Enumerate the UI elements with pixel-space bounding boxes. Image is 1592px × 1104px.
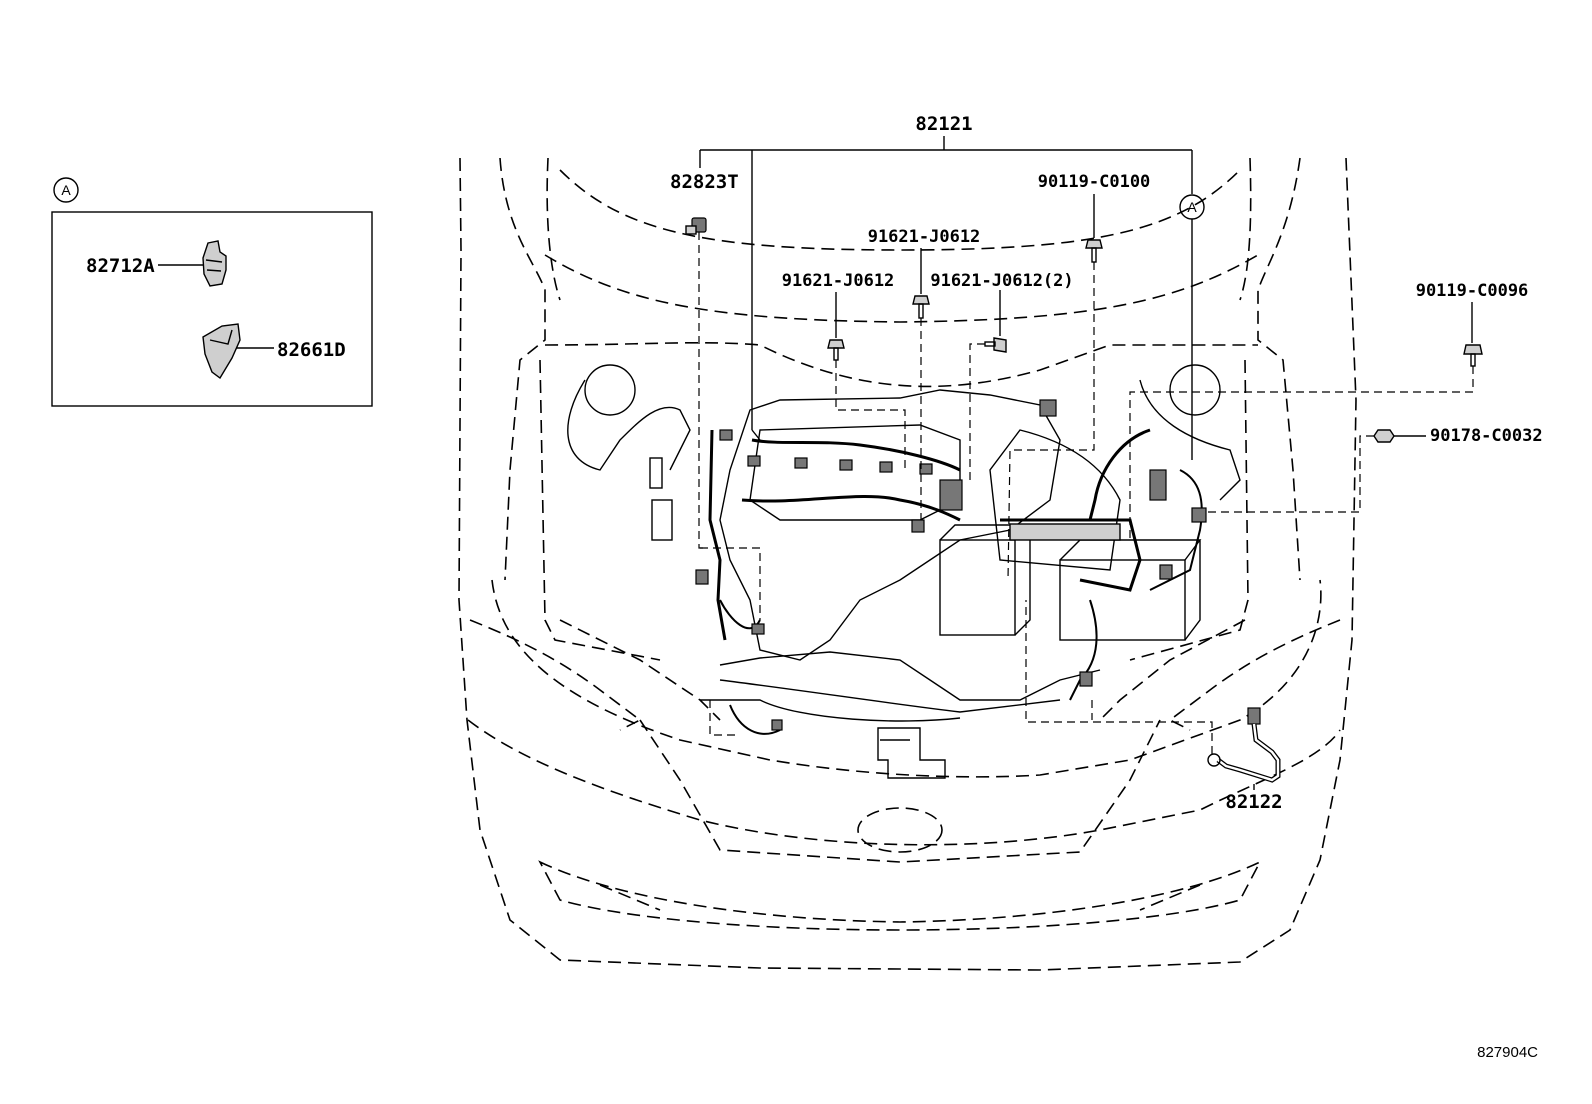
callout-a-marker: A <box>1187 199 1197 215</box>
label-82661d: 82661D <box>277 339 346 361</box>
label-90119-c0096: 90119-C0096 <box>1416 281 1529 301</box>
label-91621-j0612-2: 91621-J0612(2) <box>930 271 1073 291</box>
vehicle-outline <box>458 157 1357 971</box>
part-82823t-shape <box>685 217 707 235</box>
leader-lines: A <box>698 136 1474 790</box>
label-90119-c0100: 90119-C0100 <box>1038 172 1151 192</box>
bolt-91621-j0612-b <box>912 295 930 319</box>
label-91621-j0612-a: 91621-J0612 <box>782 271 895 291</box>
part-labels: 82121 82823T 90119-C0100 91621-J0612 916… <box>670 113 1543 1061</box>
label-90178-c0032: 90178-C0032 <box>1430 426 1543 446</box>
bolt-90119-c0100 <box>1085 239 1103 263</box>
label-82712a: 82712A <box>86 255 155 277</box>
part-82712a-shape <box>202 240 227 287</box>
detail-a-marker: A <box>61 182 71 198</box>
part-82661d-shape <box>202 323 241 380</box>
label-82823t: 82823T <box>670 171 739 193</box>
engine-assembly <box>567 364 1241 779</box>
detail-a-panel: A 82712A 82661D <box>51 177 373 407</box>
detail-a-box <box>51 211 373 407</box>
label-82122: 82122 <box>1225 791 1282 813</box>
part-82122-shape <box>1207 707 1281 783</box>
nut-90178-c0032 <box>1373 429 1395 443</box>
bolt-91621-j0612-a <box>827 339 845 361</box>
reference-code: 827904C <box>1477 1044 1538 1061</box>
fasteners <box>685 217 1483 443</box>
label-91621-j0612-b: 91621-J0612 <box>868 227 981 247</box>
bolt-91621-j0612-2 <box>984 337 1007 353</box>
bolt-90119-c0096 <box>1463 344 1483 367</box>
label-82121: 82121 <box>915 113 972 135</box>
